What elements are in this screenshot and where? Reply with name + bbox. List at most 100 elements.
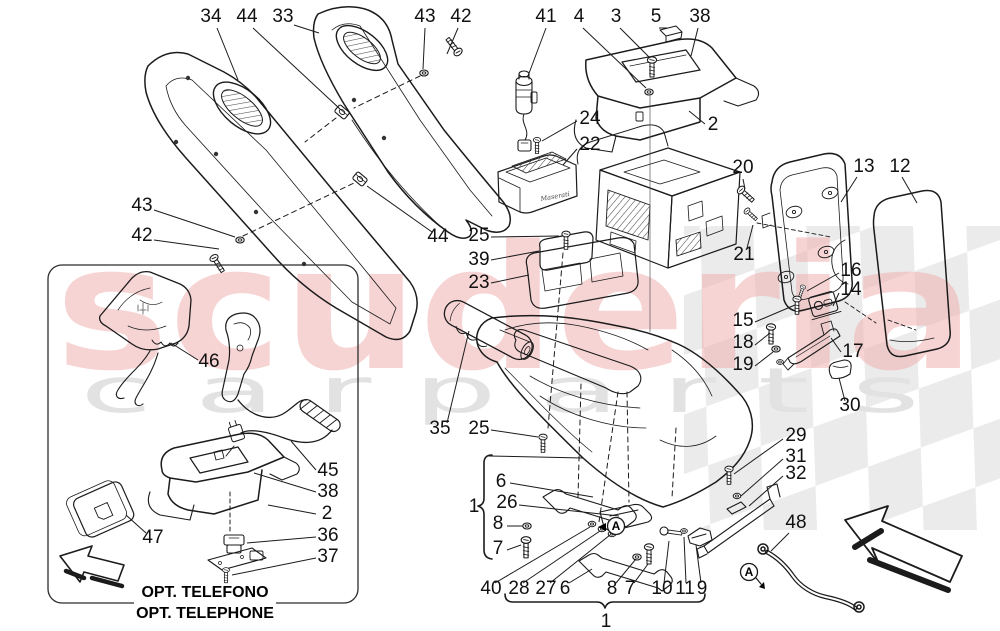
lid-assembly-drawing [573, 25, 760, 153]
trim-panel-right-drawing [207, 6, 512, 275]
leader-line [838, 377, 846, 402]
console-body-drawing [476, 314, 754, 523]
cover-13-drawing [761, 152, 853, 312]
callout-label-38: 38 [317, 481, 338, 502]
leader-line [830, 337, 842, 353]
leader-line [754, 304, 796, 323]
callout-label-35: 35 [429, 418, 450, 439]
ashtray-drawing [497, 136, 578, 214]
washer-43-top [419, 69, 429, 77]
washer-40 [587, 520, 597, 528]
callout-label-31: 31 [785, 446, 806, 467]
leader-line [506, 544, 522, 551]
callout-label-42: 42 [131, 225, 152, 246]
coiled-cord [299, 398, 341, 433]
leader-line [253, 472, 317, 493]
callout-label-2: 2 [322, 503, 333, 524]
washer-8 [522, 522, 532, 530]
callout-label-44: 44 [427, 226, 449, 247]
leader-line [541, 120, 578, 142]
callout-label-39: 39 [468, 249, 489, 270]
striker-17 [787, 328, 841, 365]
leader-line [582, 27, 647, 89]
callout-label-30: 30 [839, 395, 860, 416]
leader-line [216, 27, 239, 81]
leader-line [153, 209, 236, 238]
leader-line [615, 558, 637, 584]
washer-4 [644, 88, 654, 96]
screw-10 [659, 526, 683, 536]
trident-logo-icon [137, 302, 149, 315]
washer-19 [771, 345, 781, 353]
sim-holder-drawing [66, 480, 135, 538]
leader-line [490, 429, 539, 438]
callout-label-34: 34 [200, 6, 222, 27]
callout-label-5: 5 [651, 6, 662, 27]
callout-label-17: 17 [842, 341, 863, 362]
view-marker-a-1 [598, 516, 626, 536]
callout-label-14: 14 [840, 279, 862, 300]
callout-label-43: 43 [414, 6, 435, 27]
direction-arrow-left [59, 545, 125, 589]
callout-label-13: 13 [853, 156, 874, 177]
handle-drawing [443, 299, 534, 361]
callout-label-32: 32 [785, 463, 806, 484]
callout-label-37: 37 [317, 546, 338, 567]
leader-line [446, 27, 459, 55]
callout-label-19: 19 [732, 354, 753, 375]
callout-label-6: 6 [560, 578, 571, 599]
callout-label-43: 43 [131, 195, 152, 216]
callout-label-29: 29 [785, 425, 806, 446]
leader-line [522, 530, 601, 584]
leader-line [490, 235, 560, 238]
callout-label-36: 36 [317, 525, 338, 546]
view-marker-a-2 [739, 562, 765, 589]
callout-label-18: 18 [732, 332, 753, 353]
callout-label-44: 44 [236, 6, 258, 27]
leader-line [832, 292, 840, 307]
callout-label-28: 28 [508, 578, 529, 599]
clip-32 [726, 501, 747, 515]
trim-panel-left-drawing [144, 51, 418, 341]
screw-holes [173, 75, 307, 267]
hinge-bar [513, 329, 642, 395]
leader-line [746, 224, 754, 249]
callout-label-9: 9 [697, 578, 708, 599]
direction-arrow-right [844, 505, 963, 593]
washer-11 [680, 528, 688, 534]
leader-line [663, 540, 670, 584]
leader-line [754, 351, 774, 367]
leader-line [366, 185, 433, 233]
callout-label-22: 22 [579, 134, 600, 155]
latch-hardware-drawing [735, 184, 852, 380]
leader-line [619, 27, 651, 59]
callout-label-48: 48 [785, 512, 806, 533]
leader-line [683, 536, 687, 584]
pcb-plate [207, 547, 267, 571]
group-1-braces [477, 454, 706, 609]
leader-line [695, 544, 702, 584]
clip-5 [659, 25, 683, 43]
callout-label-10: 10 [651, 578, 672, 599]
leader-line [633, 563, 649, 584]
callout-label-38: 38 [689, 6, 710, 27]
view-marker-a-1-label: A [612, 519, 621, 533]
callout-label-1: 1 [601, 611, 612, 631]
leader-line [754, 332, 771, 346]
callout-label-1: 1 [469, 496, 480, 517]
leader-line [742, 178, 746, 190]
leader-line [490, 274, 530, 284]
callout-label-25: 25 [468, 418, 489, 439]
callout-label-16: 16 [840, 260, 861, 281]
callout-label-20: 20 [732, 157, 753, 178]
phone-lid-drawing [147, 432, 300, 584]
leader-line [290, 440, 317, 471]
callout-label-25: 25 [468, 225, 489, 246]
leader-line [490, 250, 540, 261]
washer-19b [776, 359, 784, 365]
leader-line [446, 330, 470, 424]
bracket-9 [687, 527, 713, 547]
storage-bag-drawing [98, 270, 192, 407]
